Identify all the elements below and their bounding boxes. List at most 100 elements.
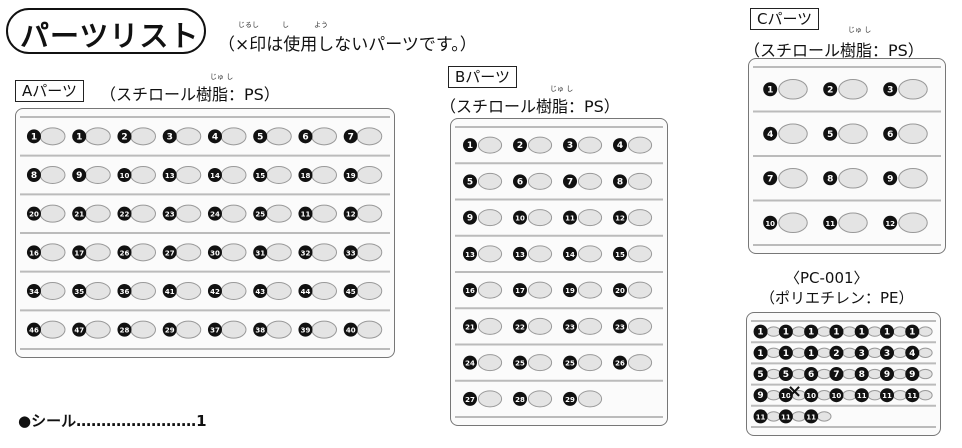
part-number-marker <box>463 246 477 261</box>
part-shape <box>311 204 337 223</box>
part-shape <box>356 127 383 146</box>
part-number: 5 <box>757 370 763 380</box>
part-shape <box>85 127 111 146</box>
part-shape <box>898 123 928 145</box>
part-shape <box>842 347 857 358</box>
part-number: 41 <box>165 288 175 296</box>
unused-part-mark: × <box>787 381 803 402</box>
part-shape <box>311 243 337 262</box>
part-number-marker <box>823 126 838 141</box>
part-shape <box>527 245 553 263</box>
part-shape <box>39 165 66 185</box>
part-number: 1 <box>808 328 814 338</box>
part-shape <box>175 243 202 262</box>
part-shape <box>867 347 883 358</box>
part-number: 26 <box>120 249 130 257</box>
runner-b-label: Bパーツ <box>448 66 517 88</box>
part-number: 1 <box>467 141 473 151</box>
part-number: 9 <box>887 174 893 184</box>
part-number: 1 <box>757 349 763 359</box>
part-number: 27 <box>165 249 175 257</box>
part-shape <box>791 326 807 337</box>
part-shape <box>778 167 808 189</box>
part-number: 6 <box>887 130 893 140</box>
part-number: 17 <box>74 249 84 257</box>
part-number: 24 <box>465 360 475 368</box>
part-number: 5 <box>827 130 833 140</box>
part-number-marker <box>343 206 358 221</box>
part-number: 21 <box>465 323 475 331</box>
part-number: 7 <box>348 132 354 142</box>
part-shape <box>816 390 832 401</box>
part-number-marker <box>207 284 222 298</box>
part-number: 1 <box>757 328 763 338</box>
part-number: 11 <box>756 413 766 421</box>
part-shape <box>892 326 908 337</box>
part-shape <box>266 165 292 185</box>
part-number-marker <box>854 324 869 339</box>
part-shape <box>220 320 247 339</box>
part-shape <box>266 320 292 339</box>
part-shape <box>778 123 808 145</box>
part-number: 3 <box>167 132 173 142</box>
part-number: 11 <box>565 215 575 223</box>
part-shape <box>266 281 292 301</box>
part-shape <box>527 317 553 335</box>
part-number: 1 <box>859 328 865 338</box>
part-number-marker <box>613 283 627 298</box>
part-number: 20 <box>29 211 39 219</box>
part-shape <box>627 172 653 190</box>
part-number: 2 <box>827 85 833 95</box>
part-number: 20 <box>615 287 625 295</box>
part-number: 36 <box>120 288 130 296</box>
title-note: （×印は使用しないパーツです。） <box>218 35 477 55</box>
part-shape <box>627 317 653 335</box>
part-number-marker <box>804 388 819 403</box>
part-number: 3 <box>859 349 865 359</box>
pc-runner-title: 〈PC-001〉 <box>785 269 869 287</box>
part-number-marker <box>72 284 87 298</box>
part-number-marker <box>513 319 527 334</box>
part-number: 21 <box>74 211 84 219</box>
part-number-marker <box>162 129 177 144</box>
part-number-marker <box>613 174 627 189</box>
part-shape <box>778 78 808 100</box>
part-number-marker <box>854 345 869 360</box>
part-number: 40 <box>346 327 356 335</box>
part-shape <box>311 165 337 185</box>
part-shape <box>130 320 156 339</box>
part-number-marker <box>298 284 313 298</box>
part-shape <box>477 172 503 190</box>
part-number-marker <box>778 409 793 424</box>
part-number-marker <box>753 324 768 339</box>
part-number-marker <box>905 345 920 360</box>
part-number: 7 <box>567 177 573 187</box>
part-number-marker <box>883 126 898 141</box>
part-number: 17 <box>515 287 525 295</box>
part-shape <box>527 209 553 227</box>
part-shape <box>577 209 603 227</box>
part-number-marker <box>879 388 894 403</box>
part-shape <box>898 78 928 100</box>
part-number-marker <box>879 345 894 360</box>
part-number: 3 <box>884 349 890 359</box>
part-number-marker <box>879 367 894 381</box>
part-number-marker <box>72 129 87 144</box>
part-shape <box>477 209 503 227</box>
part-number-marker <box>117 168 132 182</box>
part-number: 16 <box>29 249 39 257</box>
part-number: 9 <box>884 370 890 380</box>
part-number-marker <box>513 246 527 261</box>
part-number-marker <box>753 388 768 403</box>
part-number-marker <box>253 206 268 221</box>
part-number-marker <box>463 210 477 225</box>
part-number: 13 <box>515 251 525 259</box>
part-number-marker <box>763 215 778 230</box>
part-number: 34 <box>29 288 39 296</box>
part-number: 10 <box>781 392 791 400</box>
part-shape <box>220 127 247 146</box>
part-shape <box>898 167 928 189</box>
part-shape <box>311 281 337 301</box>
part-number: 5 <box>783 370 789 380</box>
